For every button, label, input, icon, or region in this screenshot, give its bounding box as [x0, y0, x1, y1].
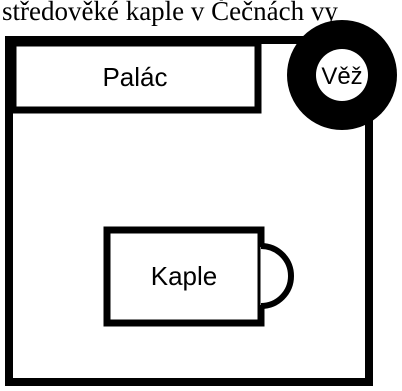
chapel-apse [260, 243, 294, 309]
diagram-caption: středověké kaple v Čečnách vy [2, 0, 338, 26]
palace-building [9, 39, 262, 114]
tower-label: Věž [321, 63, 362, 90]
chapel-label: Kaple [151, 261, 218, 291]
tower-interior [316, 49, 368, 101]
palace-label: Palác [102, 62, 167, 92]
